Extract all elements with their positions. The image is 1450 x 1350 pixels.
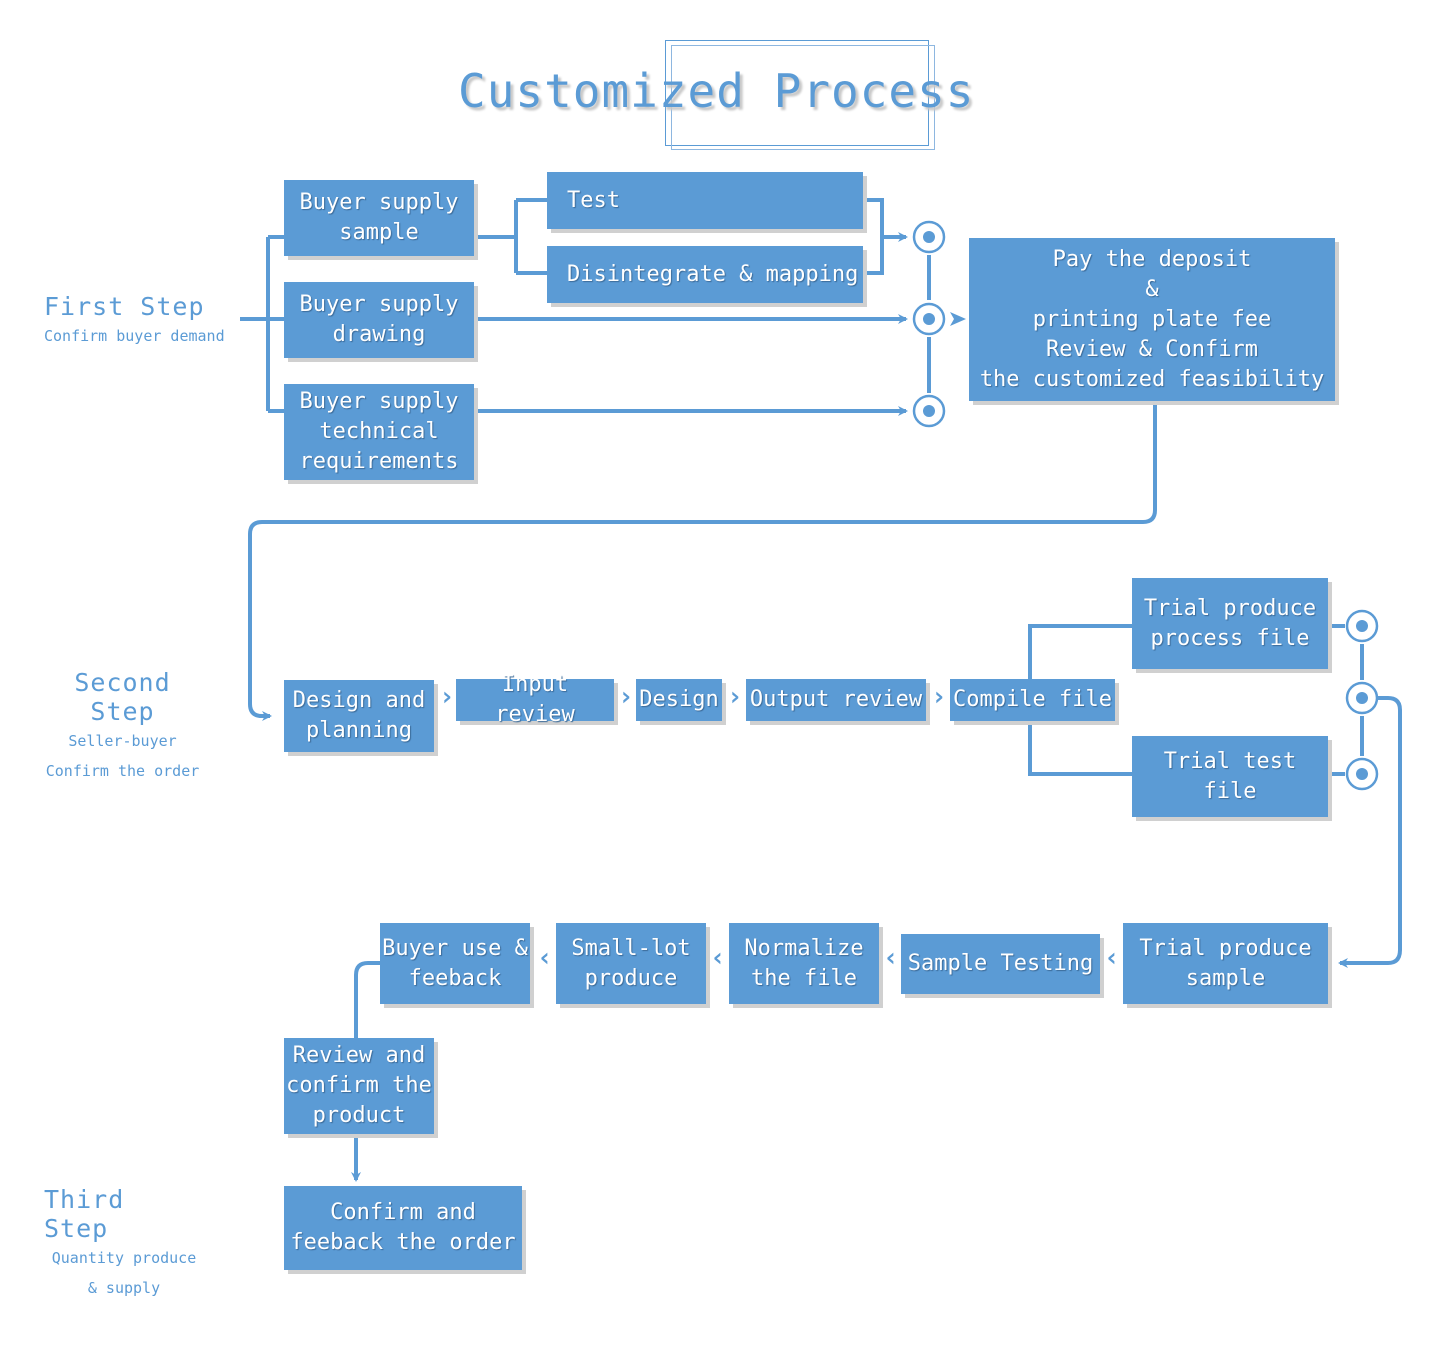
- step-title: Third Step: [44, 1185, 125, 1243]
- box-design-planning: Design and planning: [284, 680, 434, 752]
- step-desc: & supply: [87, 1279, 161, 1297]
- box-trial-produce-sample: Trial produce sample: [1123, 923, 1328, 1004]
- box-sample-testing: Sample Testing: [901, 934, 1100, 994]
- chevron-left-icon: ‹: [1104, 943, 1120, 973]
- step-desc: Confirm buyer demand: [44, 327, 225, 345]
- box-buyer-supply-technical: Buyer supply technical requirements: [284, 384, 474, 480]
- page-title: Customized Process: [458, 64, 975, 118]
- box-input-review: Input review: [456, 672, 614, 727]
- box-compile-file: Compile file: [950, 679, 1115, 721]
- box-review-confirm-product: Review and confirm the product: [284, 1038, 434, 1134]
- step-title: Second Step: [74, 668, 171, 726]
- box-buyer-supply-drawing: Buyer supply drawing: [284, 282, 474, 358]
- step-title: First Step: [44, 292, 205, 321]
- step-desc: Quantity produce: [51, 1249, 197, 1267]
- box-normalize-file: Normalize the file: [729, 923, 879, 1004]
- chevron-right-icon: ›: [618, 682, 634, 712]
- step-third: Third Step Quantity produce & supply: [44, 1185, 204, 1303]
- title-frame: [665, 40, 929, 146]
- arrow-to-deposit: [950, 312, 966, 326]
- step-first: First Step Confirm buyer demand: [44, 292, 225, 351]
- chevron-left-icon: ‹: [883, 943, 899, 973]
- box-trial-test-file: Trial test file: [1132, 736, 1328, 817]
- box-trial-process-file: Trial produce process file: [1132, 578, 1328, 669]
- box-buyer-supply-sample: Buyer supply sample: [284, 180, 474, 256]
- box-small-lot-produce: Small-lot produce: [556, 923, 706, 1004]
- box-confirm-feedback-order: Confirm and feeback the order: [284, 1186, 522, 1270]
- box-design: Design: [636, 679, 722, 721]
- chevron-right-icon: ›: [439, 682, 455, 712]
- chevron-left-icon: ‹: [710, 943, 726, 973]
- step-second: Second Step Seller-buyer Confirm the ord…: [40, 668, 205, 786]
- chevron-right-icon: ›: [931, 682, 947, 712]
- chevron-left-icon: ‹: [537, 943, 553, 973]
- box-test: Test: [547, 172, 863, 229]
- chevron-right-icon: ›: [727, 682, 743, 712]
- box-pay-deposit: Pay the deposit & printing plate fee Rev…: [969, 238, 1335, 401]
- step-desc: Confirm the order: [45, 762, 200, 780]
- title-frame-offset: [671, 45, 935, 150]
- box-buyer-use-feedback: Buyer use & feeback: [380, 923, 530, 1004]
- box-output-review: Output review: [746, 679, 926, 721]
- box-disintegrate-mapping: Disintegrate & mapping: [547, 246, 863, 303]
- step-desc: Seller-buyer: [68, 732, 177, 750]
